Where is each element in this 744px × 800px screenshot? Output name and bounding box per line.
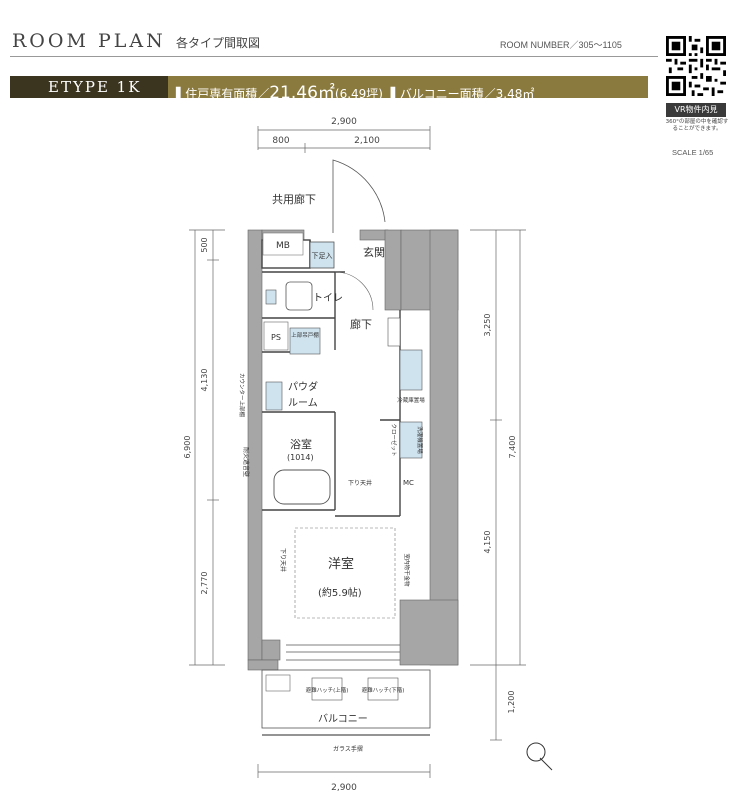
type-box	[10, 76, 168, 98]
label-evac-hatch-2: 避難ハッチ(下階)	[362, 686, 405, 694]
label-glass-rail: ガラス手摺	[333, 745, 363, 753]
label-bath-size: (1014)	[287, 453, 314, 462]
dim-top-left: 800	[272, 136, 289, 146]
private-area-tsubo: (6.49坪)	[334, 87, 383, 101]
balcony-area-label: ▌バルコニー面積／	[390, 87, 496, 101]
label-ps: PS	[271, 333, 281, 342]
label-counter-upper: カウンター上部棚	[238, 373, 246, 418]
toilet-sink	[265, 289, 277, 305]
dim-left-total: 6,900	[183, 436, 192, 459]
balcony-area-value: 3.48㎡	[495, 87, 535, 101]
vr-tour-badge[interactable]: VR物件内見	[666, 103, 726, 117]
label-mb: MB	[276, 241, 290, 251]
label-powder-2: ルーム	[288, 397, 318, 409]
room-number-range: ROOM NUMBER／305〜1105	[500, 40, 622, 50]
label-bath: 浴室	[290, 437, 312, 451]
type-label: ETYPE 1K	[48, 78, 142, 96]
label-lowered-ceiling-1: 下り天井	[348, 479, 372, 487]
scale-label: SCALE 1/65	[672, 148, 714, 157]
label-common-corridor: 共用廊下	[272, 192, 316, 206]
vanity	[265, 381, 283, 411]
mb-box	[262, 232, 304, 256]
structural-walls	[247, 229, 459, 671]
vr-note: 360°の部屋の中を確認することができます。	[665, 119, 729, 132]
dim-right-bottom: 4,150	[483, 531, 492, 554]
toilet-door	[334, 271, 374, 311]
balcony-window	[286, 644, 400, 661]
label-hallway: 廊下	[350, 317, 372, 331]
label-toilet: トイレ	[313, 293, 343, 304]
label-mc: MC	[403, 479, 414, 487]
dim-bottom-total: 2,900	[331, 783, 357, 793]
label-fridge: 冷蔵庫置場	[397, 396, 425, 404]
page-title: ROOM PLAN	[12, 30, 166, 52]
area-info: ▌住戸専有面積／21.46㎡(6.49坪) ▌バルコニー面積／3.48㎡	[176, 78, 534, 103]
evac-hatch-upper	[311, 677, 343, 701]
type-band	[10, 76, 648, 98]
dim-top-right: 2,100	[354, 136, 380, 146]
label-lowered-ceiling-2: 下り天井	[279, 548, 287, 572]
kitchen-stove	[387, 317, 401, 347]
ac-outdoor-unit	[265, 674, 291, 692]
label-genkan: 玄関	[363, 245, 385, 259]
private-area-value: 21.46㎡	[269, 83, 335, 103]
ceiling-outline	[294, 527, 396, 619]
dim-left-mid: 4,130	[200, 369, 209, 392]
entrance-door	[332, 159, 386, 233]
toilet-fixture	[285, 281, 313, 311]
dim-left-top: 500	[200, 237, 209, 252]
north-compass-icon	[526, 742, 553, 771]
label-closet: クローゼット	[390, 423, 398, 456]
label-shelf-top: 上部吊戸棚	[291, 331, 319, 339]
evac-hatch-lower	[367, 677, 399, 701]
dim-right-total: 7,400	[508, 436, 517, 459]
page-subtitle: 各タイプ間取図	[176, 36, 261, 50]
label-shoes: 下足入	[312, 252, 333, 260]
closet-unit	[399, 421, 423, 459]
label-evac-hatch-1: 避難ハッチ(上階)	[306, 686, 349, 694]
qr-code-icon[interactable]	[666, 36, 726, 96]
label-washer: 洗濯機置場	[416, 426, 424, 454]
label-indoor-dryer: 室内物干金物	[403, 553, 411, 587]
dim-right-top: 3,250	[483, 314, 492, 337]
label-fire-wall: 耐火遮音壁	[242, 447, 250, 477]
private-area-label: ▌住戸専有面積／	[176, 87, 270, 101]
dim-right-balcony: 1,200	[507, 691, 516, 714]
upper-shelf	[289, 327, 321, 355]
label-western-room: 洋室	[328, 556, 354, 572]
shoe-cabinet	[309, 241, 335, 269]
label-powder-1: パウダ	[288, 380, 318, 393]
dim-top-total: 2,900	[331, 117, 357, 127]
header-divider	[10, 56, 658, 57]
dim-left-bottom: 2,770	[200, 572, 209, 595]
balcony-outline	[261, 669, 431, 729]
ps-box	[263, 321, 289, 351]
label-western-size: (約5.9帖)	[318, 586, 362, 599]
label-balcony: バルコニー	[318, 713, 368, 725]
dimension-lines	[189, 126, 526, 778]
bathtub	[273, 469, 331, 505]
kitchen-sink	[399, 349, 423, 391]
